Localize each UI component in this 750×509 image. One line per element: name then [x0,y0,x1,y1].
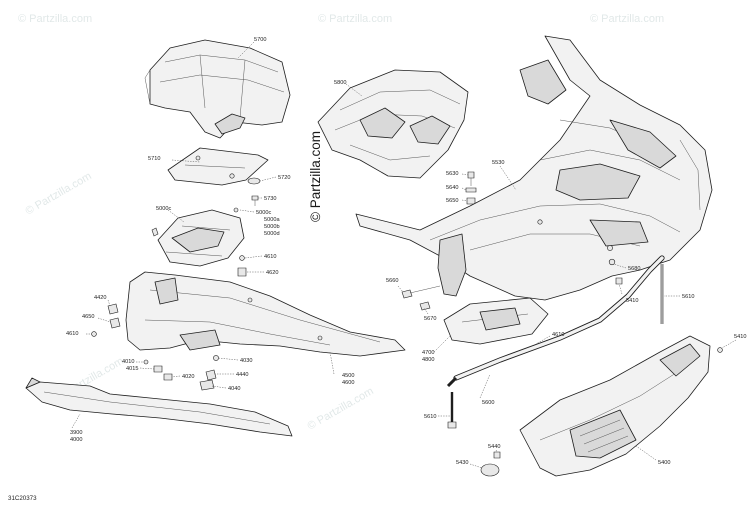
callout-5660: 5660 [386,278,398,284]
main-watermark: © Partzilla.com [308,131,323,222]
part-5640-washer [465,187,477,193]
callout-5670: 5670 [424,316,436,322]
part-5400-lower-guard [519,335,723,477]
part-5650-nut [466,197,476,205]
part-5800-seat-cushion [317,69,469,179]
callout-4040: 4040 [228,386,240,392]
watermark: © Partzilla.com [18,13,92,25]
part-4010-clip [143,359,149,365]
callout-5700: 5700 [254,37,266,43]
callout-4610: 4610 [264,254,276,260]
callout-5650: 5650 [446,198,458,204]
part-4700-skid-plate [443,297,549,345]
part-5600-tube [446,255,665,388]
part-4020-nut [163,373,173,381]
part-5430-plug [480,463,500,477]
callout-5440: 5440 [488,444,500,450]
callout-5530: 5530 [492,160,504,166]
part-5530-floor-tub [355,35,713,301]
watermark: © Partzilla.com [590,13,664,25]
callout-4610: 4610 [66,331,78,337]
callout-3900: 3900 [70,430,82,436]
callout-5000c: 5000c [256,210,271,216]
part-4030-clip [213,355,219,361]
callout-5640: 5640 [446,185,458,191]
callout-5410: 5410 [734,334,746,340]
callout-4030: 4030 [240,358,252,364]
callout-5000d: 5000d [264,231,280,237]
callout-4020: 4020 [182,374,194,380]
part-3900-rocker [25,377,293,437]
callout-5000c: 5000c [156,206,171,212]
part-5730-screw [251,195,259,206]
callout-4010: 4010 [122,359,134,365]
callout-5800: 5800 [334,80,346,86]
callout-5400: 5400 [658,460,670,466]
callout-4650: 4650 [82,314,94,320]
callout-4700: 4700 [422,350,434,356]
part-5630-bolt [467,171,475,179]
part-4500-side-panel [125,271,406,357]
callout-5720: 5720 [278,175,290,181]
part-4650-screw [109,317,121,329]
part-5670-bracket [419,233,467,311]
callout-4015: 4015 [126,366,138,372]
figure-code: 31C20373 [8,495,37,502]
leader-lines [71,41,737,469]
part-5660-bolt [401,285,441,299]
part-5440-screw [493,451,501,459]
callout-5600: 5600 [482,400,494,406]
callout-4500: 4500 [342,373,354,379]
part-5700-cover [144,39,291,139]
part-4420-retainer [107,303,119,315]
callout-5000b: 5000b [264,224,280,230]
watermark: © Partzilla.com [318,13,392,25]
callout-labels: 5700 5710 5720 5730 5000c 5000c 5000a 50… [66,37,746,466]
callout-5610: 5610 [682,294,694,300]
callout-4800: 4800 [422,357,434,363]
part-5410-bolt [615,277,623,285]
callout-5430: 5430 [456,460,468,466]
callout-5710: 5710 [148,156,160,162]
part-5720-grommet [247,177,261,185]
part-4610-clip [91,331,97,337]
part-4440-retainer [205,369,217,381]
callout-4420: 4420 [94,295,106,301]
part-5000-panel [151,207,245,267]
part-4040-bracket [199,379,215,391]
callout-5610: 5610 [424,414,436,420]
callout-4000: 4000 [70,437,82,443]
part-4610-clip [239,255,245,261]
part-5680-clip [608,258,616,266]
part-4015-nut [153,365,163,373]
callout-5730: 5730 [264,196,276,202]
part-5710-plate [167,147,269,186]
callout-4620: 4620 [266,270,278,276]
watermark: © Partzilla.com [24,170,94,217]
callout-5410: 5410 [626,298,638,304]
callout-5000a: 5000a [264,217,280,223]
callout-5630: 5630 [446,171,458,177]
callout-5680: 5680 [628,266,640,272]
part-4620-nut [237,267,247,277]
callout-4600: 4600 [342,380,354,386]
callout-4440: 4440 [236,372,248,378]
watermark: © Partzilla.com [306,385,376,432]
callout-4610: 4610 [552,332,564,338]
part-5610-bolt [447,392,457,429]
